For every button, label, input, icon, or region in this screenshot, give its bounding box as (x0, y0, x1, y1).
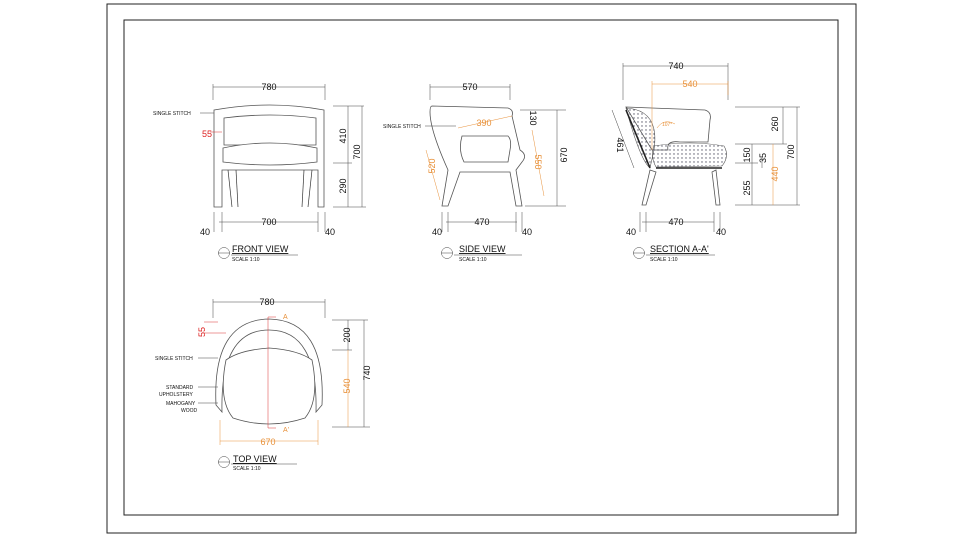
section-mark-a-prime: A' (283, 427, 289, 434)
top-seat-width-dim: 670 (260, 437, 275, 447)
front-seat-height-dim: 290 (338, 178, 348, 193)
side-depth-dim: 570 (462, 82, 477, 92)
outer-border (106, 3, 857, 534)
section-leg-height-dim: 255 (742, 180, 752, 195)
side-view-title: SIDE VIEW (459, 244, 506, 254)
front-view: 780 700 40 40 410 700 290 55 SINGLE STIT… (153, 82, 366, 263)
section-leg-left-dim: 40 (626, 227, 636, 237)
section-leg-right-dim: 40 (716, 227, 726, 237)
front-leg-left-dim: 40 (200, 227, 210, 237)
upholstery-label-1: STANDARD (166, 385, 194, 391)
section-view: 740 540 461 107° 260 150 35 440 700 255 … (611, 61, 800, 263)
side-front-dim: 550 (533, 154, 543, 169)
side-view-scale: SCALE 1:10 (459, 257, 487, 263)
section-leg-span-dim: 470 (668, 217, 683, 227)
side-height-dim: 670 (559, 147, 569, 162)
top-view-scale: SCALE 1:10 (233, 466, 261, 472)
front-total-height-dim: 700 (352, 144, 362, 159)
section-base-dim: 35 (758, 153, 768, 163)
section-mark-a: A (283, 314, 288, 321)
front-view-scale: SCALE 1:10 (232, 257, 260, 263)
section-back-length-dim: 461 (615, 137, 625, 152)
section-view-scale: SCALE 1:10 (650, 257, 678, 263)
side-back-dim: 520 (427, 158, 437, 173)
top-depth-dim: 740 (362, 365, 372, 380)
top-stitch-label: SINGLE STITCH (155, 356, 193, 362)
front-stitch-label: SINGLE STITCH (153, 111, 191, 117)
top-arm-dim: 55 (197, 327, 207, 337)
front-width-dim: 780 (261, 82, 276, 92)
front-back-height-dim: 410 (338, 128, 348, 143)
front-arm-dim: 55 (202, 129, 212, 139)
section-back-height-dim: 260 (770, 116, 780, 131)
section-seat-height-dim: 440 (770, 166, 780, 181)
section-seat-depth-dim: 540 (682, 79, 697, 89)
top-back-dim: 200 (342, 327, 352, 342)
wood-label-2: WOOD (181, 408, 197, 414)
inner-border (123, 19, 839, 516)
side-arm-dim: 390 (476, 118, 491, 128)
section-total-height-dim: 700 (786, 144, 796, 159)
front-view-title: FRONT VIEW (232, 244, 289, 254)
wood-label-1: MAHOGANY (166, 401, 196, 407)
top-seat-depth-dim: 540 (342, 378, 352, 393)
side-leg-span-dim: 470 (474, 217, 489, 227)
top-width-dim: 780 (259, 297, 274, 307)
top-view: 780 55 200 740 540 670 A A' SINGLE STITC… (155, 297, 372, 472)
section-view-title: SECTION A-A' (650, 244, 709, 254)
side-stitch-label: SINGLE STITCH (383, 124, 421, 130)
section-angle-dim: 107° (662, 122, 672, 128)
side-leg-left-dim: 40 (432, 227, 442, 237)
front-inner-width-dim: 700 (261, 217, 276, 227)
front-leg-right-dim: 40 (325, 227, 335, 237)
side-leg-right-dim: 40 (522, 227, 532, 237)
section-cushion-dim: 150 (742, 147, 752, 162)
side-top-dim: 130 (528, 110, 538, 125)
section-depth-dim: 740 (668, 61, 683, 71)
top-view-title: TOP VIEW (233, 454, 277, 464)
side-view: 570 130 670 390 520 550 470 40 40 SINGLE… (383, 82, 569, 263)
upholstery-label-2: UPHOLSTERY (159, 392, 193, 398)
